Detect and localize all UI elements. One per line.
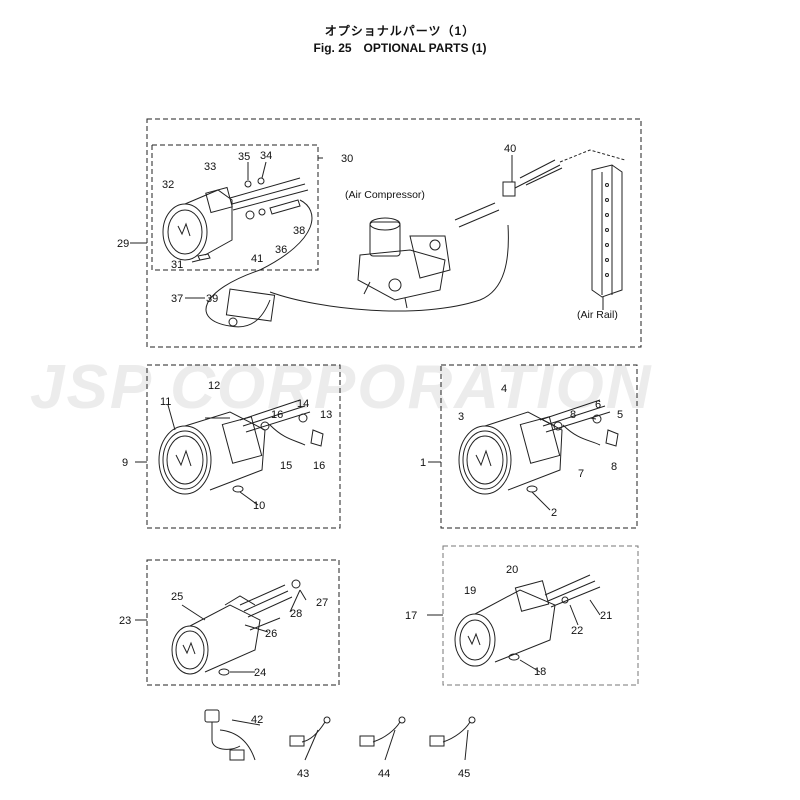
watermark: JSP CORPORATION [30, 353, 653, 422]
air-rail [591, 164, 623, 298]
part-number: 12 [208, 380, 220, 392]
group-box-30 [151, 144, 319, 271]
air-tube [454, 202, 500, 228]
part-number: 2 [551, 507, 557, 519]
part-number: 8 [570, 409, 576, 421]
part-number: 34 [260, 150, 272, 162]
part-number: 25 [171, 591, 183, 603]
air-hose-main [269, 224, 509, 312]
group-box-29 [146, 118, 642, 348]
part-number: 14 [297, 398, 309, 410]
part-number: 4 [501, 383, 507, 395]
part-number: 6 [595, 399, 601, 411]
part-number: 21 [600, 610, 612, 622]
part-number: 43 [297, 768, 309, 780]
part-number: 11 [160, 396, 171, 408]
title-japanese: オプショナルパーツ（1） [324, 24, 476, 38]
part-number: 26 [265, 628, 277, 640]
group-box-9 [146, 364, 341, 529]
part-number: 45 [458, 768, 470, 780]
part-number: 29 [117, 238, 129, 250]
part-number: 24 [254, 667, 266, 679]
part-number: 44 [378, 768, 390, 780]
part-number: 16 [271, 409, 283, 421]
part-number: 36 [275, 244, 287, 256]
part-number: 28 [290, 608, 302, 620]
part-number: 19 [464, 585, 476, 597]
harness-45 [429, 716, 476, 747]
group-box-1 [440, 364, 638, 529]
part-number: 27 [316, 597, 328, 609]
part-number: 1 [420, 457, 426, 469]
part-number: 3 [458, 411, 464, 423]
gauge-23 [171, 579, 301, 676]
part-number: 33 [204, 161, 216, 173]
figure-title: Fig. 25 OPTIONAL PARTS (1) [313, 41, 487, 55]
part-number: 7 [578, 468, 584, 480]
switch-42 [204, 709, 256, 761]
part-number: 32 [162, 179, 174, 191]
part-number: 30 [341, 153, 353, 165]
group-box-17 [442, 545, 639, 686]
harness-44 [359, 716, 406, 747]
part-number: 17 [405, 610, 417, 622]
part-number: 9 [122, 457, 128, 469]
air-compressor [357, 217, 451, 309]
harness-43 [289, 716, 331, 747]
part-number: 22 [571, 625, 583, 637]
gauge-1 [458, 399, 619, 495]
tee-fitting-40 [502, 181, 516, 197]
part-number: 41 [251, 253, 263, 265]
air-rail-label: (Air Rail) [577, 309, 618, 321]
part-number: 10 [253, 500, 265, 512]
part-number: 16 [313, 460, 325, 472]
part-number: 5 [617, 409, 623, 421]
part-number: 20 [506, 564, 518, 576]
part-number: 13 [320, 409, 332, 421]
part-number: 18 [534, 666, 546, 678]
part-number: 39 [206, 293, 218, 305]
part-number: 23 [119, 615, 131, 627]
part-number: 38 [293, 225, 305, 237]
gauge-17 [454, 574, 601, 667]
part-number: 31 [171, 259, 183, 271]
gauge-9 [158, 399, 324, 495]
part-number: 35 [238, 151, 250, 163]
part-number: 8 [611, 461, 617, 473]
gauge-29 [162, 177, 309, 261]
part-number: 15 [280, 460, 292, 472]
part-number: 40 [504, 143, 516, 155]
hose-fitting-39 [225, 288, 276, 322]
air-compressor-label: (Air Compressor) [345, 189, 425, 201]
air-hose-37 [205, 199, 313, 328]
part-number: 37 [171, 293, 183, 305]
part-number: 42 [251, 714, 263, 726]
group-box-23 [146, 559, 340, 686]
